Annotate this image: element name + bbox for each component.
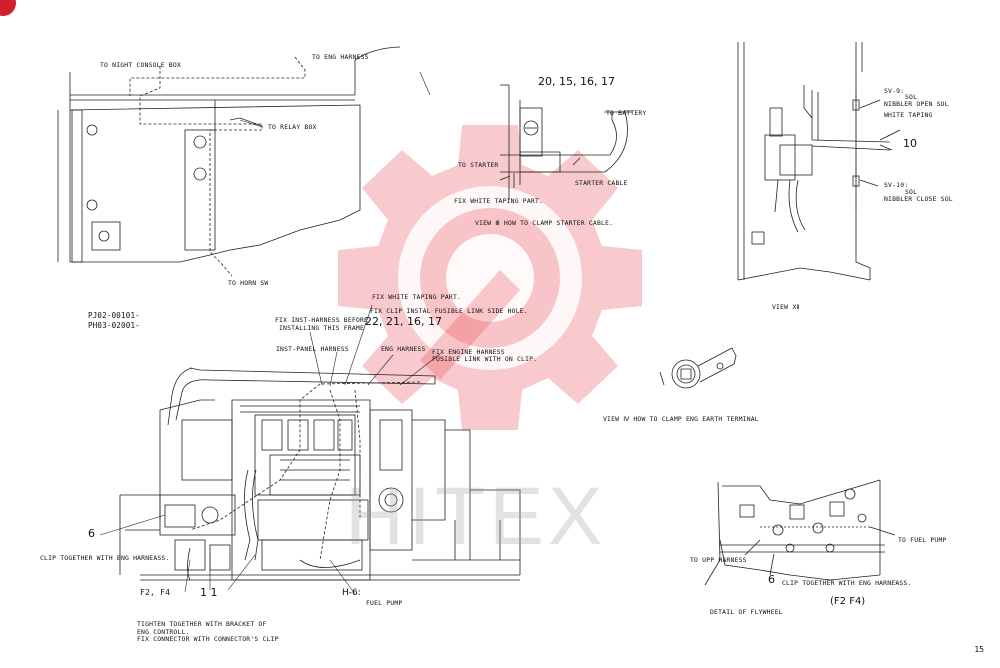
label-main-fix-white-taping: FIX WHITE TAPING PART. — [372, 293, 462, 301]
label-fix-inst-harness-2: INSTALLING THIS FRAME — [279, 324, 364, 332]
label-main-six: 6 — [88, 527, 95, 540]
main-harness-route — [189, 381, 421, 561]
label-main-f2f4: F2, F4 — [140, 588, 171, 597]
label-fuel-pump: FUEL PUMP — [366, 599, 403, 607]
label-sv10: SV-10: — [884, 181, 909, 189]
serial-line-1: PJ02-00101- — [88, 311, 140, 320]
watermark-text: HITEX — [345, 471, 607, 562]
label-to-horn-sw: TO HORN SW — [228, 279, 269, 287]
starter-clamp-drawing — [499, 84, 632, 200]
earth-terminal-drawing — [659, 347, 737, 389]
top-left-panel-drawing — [57, 46, 401, 263]
label-to-starter: TO STARTER — [458, 161, 499, 169]
page-number: 15 — [974, 645, 984, 654]
label-fix-inst-harness-1: FIX INST-HARNESS BEFORE — [275, 316, 369, 324]
caption-flywheel: DETAIL OF FLYWHEEL — [710, 608, 783, 616]
label-main-fix-clip: FIX CLIP INSTAL FUSIBLE LINK SIDE HOLE. — [370, 307, 528, 315]
caption-earth-view: VIEW Ⅳ HOW TO CLAMP ENG EARTH TERMINAL — [603, 415, 759, 423]
label-to-relay-box: TO RELAY BOX — [268, 123, 317, 131]
label-ten: 10 — [903, 137, 917, 150]
label-to-eng-harness: TO ENG HARNESS — [312, 53, 369, 61]
label-white-taping: WHITE TAPING — [884, 111, 933, 119]
label-fly-clip-together: CLIP TOGETHER WITH ENG HARNEASS. — [782, 579, 912, 587]
label-fix-engine-harness-1: FIX ENGINE HARNESS — [432, 348, 505, 356]
label-sv9-sol: SOL — [905, 93, 918, 101]
solenoid-view-drawing — [737, 42, 901, 281]
starter-item-numbers: 20, 15, 16, 17 — [538, 75, 615, 88]
label-fly-six: 6 — [768, 573, 775, 586]
label-fly-to-fuel-pump: TO FUEL PUMP — [898, 536, 947, 544]
caption-view-starter: VIEW Ⅲ HOW TO CLAMP STARTER CABLE. — [475, 219, 614, 227]
top-left-harness-route — [129, 56, 306, 277]
label-fly-f2f4: (F2 F4) — [830, 596, 866, 607]
label-main-clip-together: CLIP TOGETHER WITH ENG HARNEASS. — [40, 554, 170, 562]
watermark-wrench-icon — [420, 270, 520, 380]
serial-line-2: PH03-02001- — [88, 321, 140, 330]
main-item-numbers: 22, 21, 16, 17 — [365, 315, 442, 328]
caption-view-right: VIEW Ⅻ — [772, 303, 800, 311]
label-sv10-sol: SOL — [905, 188, 918, 196]
label-to-battery: TO BATTERY — [606, 109, 647, 117]
corner-badge — [0, 0, 16, 16]
label-fly-to-upp-harness: TO UPP HARNESS — [690, 556, 747, 564]
label-to-night-console-box: TO NIGHT CONSOLE BOX — [100, 61, 181, 69]
label-fix-engine-harness-2: FUSIBLE LINK WITH ON CLIP. — [432, 355, 538, 363]
label-sv9: SV-9: — [884, 87, 905, 95]
main-engine-drawing — [119, 367, 521, 581]
note-tighten-2: ENG CONTROLL. — [137, 628, 190, 636]
label-eng-harness: ENG HARNESS — [381, 345, 426, 353]
flywheel-drawing — [704, 479, 896, 586]
label-nibbler-close: NIBBLER CLOSE SOL — [884, 195, 953, 203]
leader-lines — [99, 71, 441, 595]
label-starter-cable: STARTER CABLE — [575, 179, 628, 187]
label-h6: H-6: — [342, 588, 361, 598]
label-nibbler-open: NIBBLER OPEN SOL — [884, 100, 949, 108]
note-tighten-1: TIGHTEN TOGETHER WITH BRACKET OF — [137, 620, 267, 628]
note-tighten-3: FIX CONNECTOR WITH CONNECTOR'S CLIP — [137, 635, 279, 643]
label-main-eleven: 1 1 — [200, 586, 218, 599]
label-fix-white-taping: FIX WHITE TAPING PART. — [454, 197, 544, 205]
label-inst-panel-harness: INST-PANEL HARNESS — [276, 345, 349, 353]
